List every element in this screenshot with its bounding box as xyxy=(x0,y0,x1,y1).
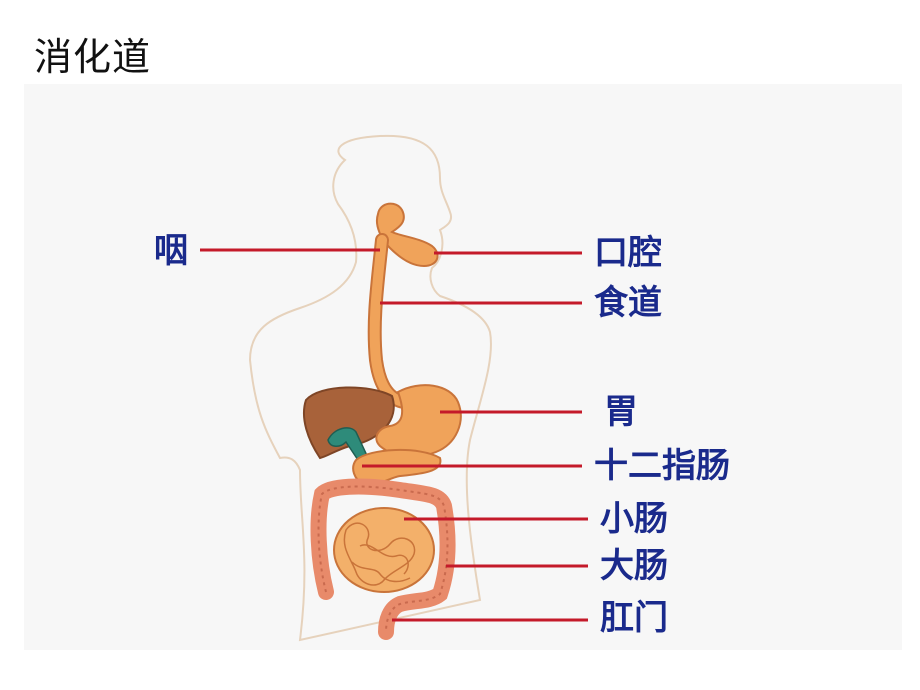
label-pharynx: 咽 xyxy=(154,231,188,271)
label-duodenum: 十二指肠 xyxy=(594,446,730,486)
label-small-intestine: 小肠 xyxy=(600,499,668,539)
label-anus: 肛门 xyxy=(600,598,668,638)
oral-cavity-organ xyxy=(376,202,439,268)
body-outline xyxy=(248,134,492,642)
label-large-intestine: 大肠 xyxy=(600,546,668,586)
slide-title: 消化道 xyxy=(34,35,152,79)
figure-panel xyxy=(24,84,902,650)
label-stomach: 胃 xyxy=(604,392,638,432)
label-oral-cavity: 口腔 xyxy=(594,233,662,273)
small-intestine-organ xyxy=(333,507,435,593)
label-esophagus: 食道 xyxy=(594,283,662,323)
